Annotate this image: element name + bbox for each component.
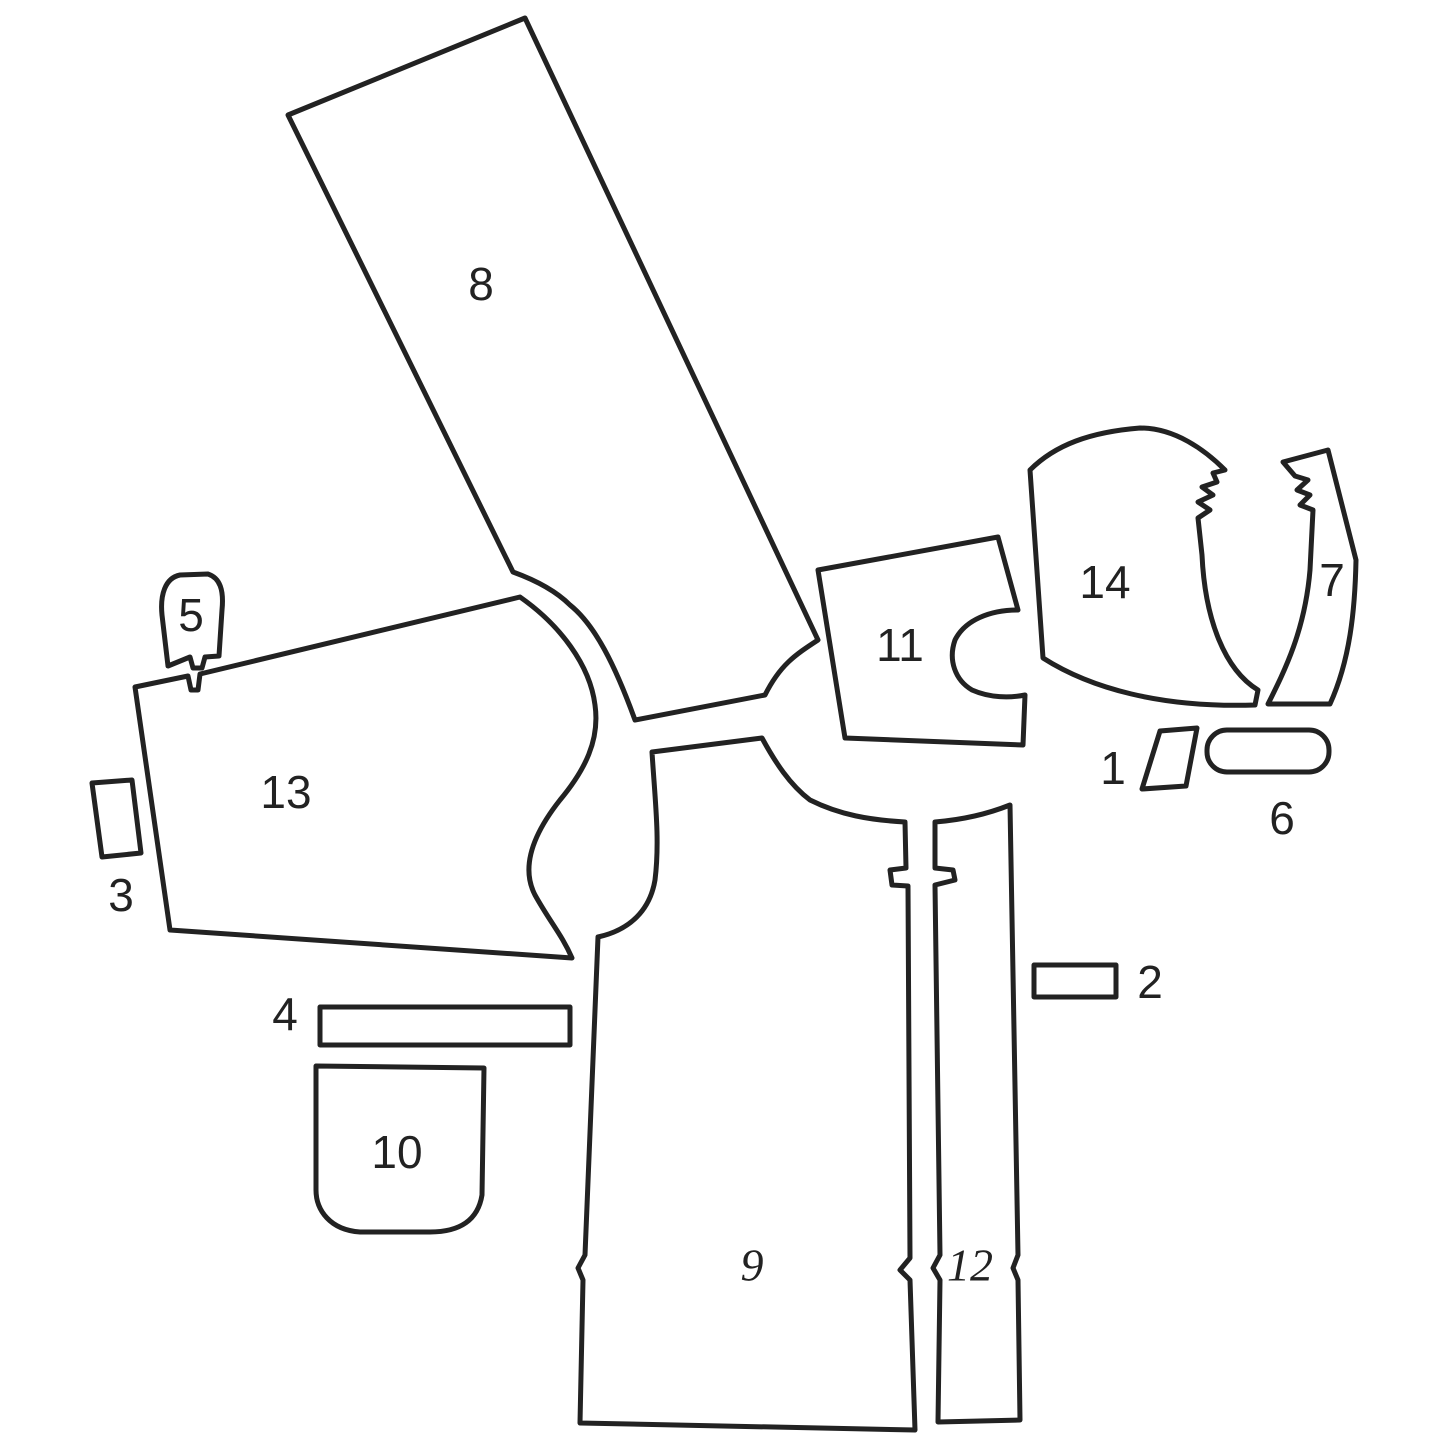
piece-9-label: 9 [741, 1240, 764, 1291]
piece-6-outline [1204, 727, 1332, 775]
piece-10-label: 10 [371, 1126, 422, 1178]
piece-1-label: 1 [1100, 742, 1126, 794]
piece-3-label: 3 [108, 869, 134, 921]
piece-11-outline [815, 534, 1028, 748]
piece-5-label: 5 [178, 589, 204, 641]
piece-8-outline [285, 15, 821, 723]
piece-7-label: 7 [1319, 554, 1345, 606]
piece-14-label: 14 [1079, 556, 1130, 608]
piece-12-outline [930, 802, 1023, 1425]
piece-9-outline [575, 735, 918, 1433]
piece-12-label: 12 [947, 1240, 993, 1291]
piece-5-outline [159, 571, 225, 671]
piece-13-label: 13 [260, 766, 311, 818]
piece-10-outline [313, 1063, 487, 1235]
piece-2-label: 2 [1137, 956, 1163, 1008]
piece-6-label: 6 [1269, 792, 1295, 844]
piece-3-outline [89, 777, 144, 860]
piece-2-outline [1031, 962, 1119, 1000]
piece-8-label: 8 [468, 258, 494, 310]
piece-7-outline [1265, 447, 1359, 707]
piece-13-outline [132, 594, 599, 961]
piece-11-label: 11 [876, 619, 924, 671]
piece-14-outline [1027, 425, 1261, 708]
piece-4-outline [317, 1004, 573, 1048]
piece-1-outline [1139, 725, 1200, 792]
piece-4-label: 4 [272, 988, 298, 1040]
